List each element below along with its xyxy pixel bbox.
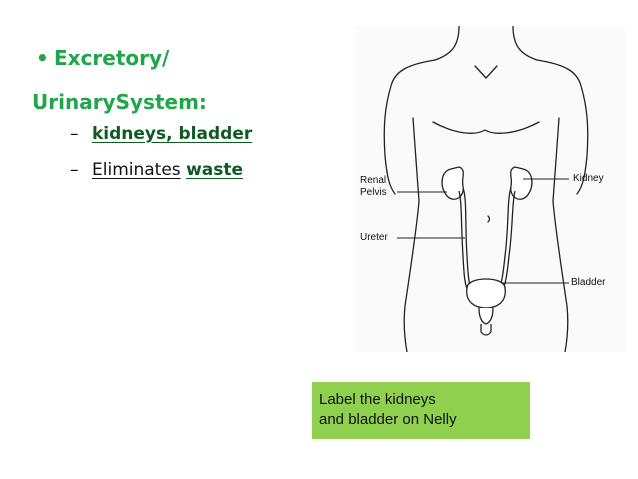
instruction-note: Label the kidneys and bladder on Nelly — [312, 382, 530, 439]
bullet-line-1-text: Excretory/ — [54, 46, 170, 70]
renal-label-line-1: Renal — [360, 175, 387, 186]
figure-label-ureter: Ureter — [360, 232, 388, 243]
note-line-1: Label the kidneys — [319, 391, 436, 408]
note-line-2: and bladder on Nelly — [319, 411, 457, 428]
sub-bullet-kidneys-text: kidneys, bladder — [92, 124, 253, 144]
sub-bullet-dash: – — [70, 160, 79, 180]
sub-bullet-dash: – — [70, 124, 79, 144]
sub-bullet-waste-text: waste — [186, 160, 244, 180]
bullet-line-1: •Excretory/ — [36, 36, 296, 80]
main-bullet: •Excretory/ UrinarySystem: — [32, 36, 296, 124]
body-outline-drawing — [383, 26, 589, 352]
bullet-line-2: UrinarySystem: — [32, 90, 207, 114]
bullet-dot: • — [36, 46, 49, 70]
figure-label-renal-pelvis: Renal Pelvis — [360, 175, 387, 199]
sub-bullet-eliminates: –Eliminates waste — [70, 160, 243, 180]
figure-label-bladder: Bladder — [571, 277, 606, 288]
renal-label-line-2: Pelvis — [360, 187, 387, 198]
sub-bullet-kidneys: –kidneys, bladder — [70, 124, 252, 144]
sub-bullet-eliminates-text: Eliminates — [92, 160, 181, 180]
urinary-system-figure: Renal Pelvis Ureter Kidney Bladder — [355, 26, 625, 352]
figure-label-kidney: Kidney — [573, 173, 604, 184]
